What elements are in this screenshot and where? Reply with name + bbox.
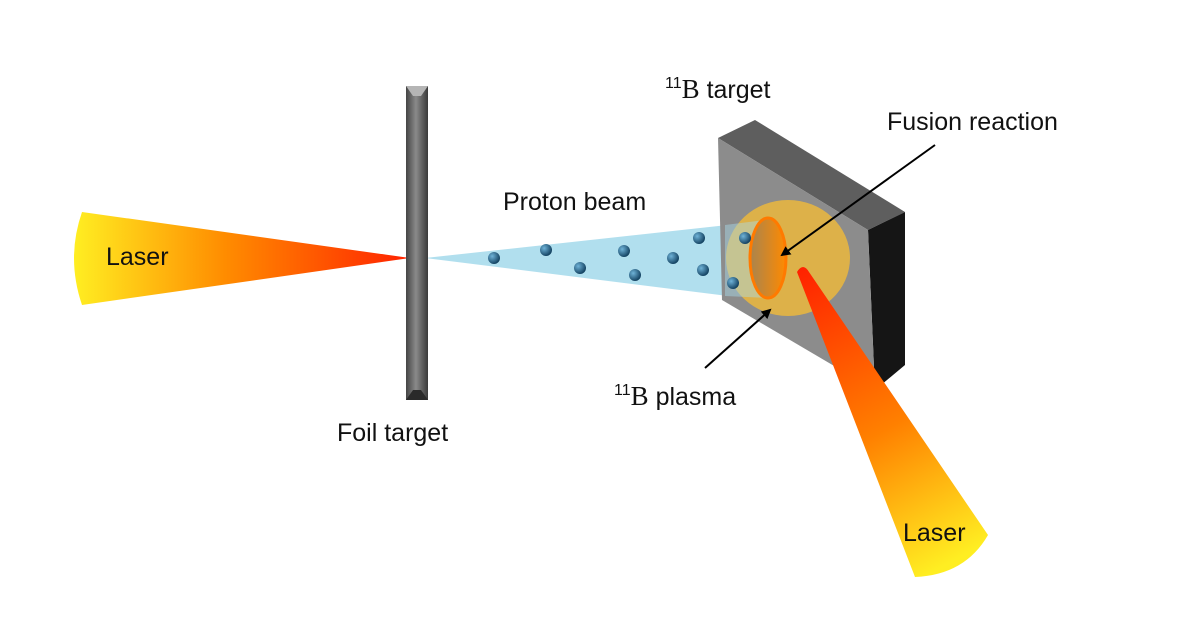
proton-particle [693,232,705,244]
proton-particle [739,232,751,244]
proton-particle [540,244,552,256]
fusion-hotspot [748,216,788,300]
left-laser-beam [74,212,410,305]
label-foil-target: Foil target [337,419,449,447]
right-laser-beam [797,267,988,577]
b11-plasma-arrow [704,308,772,369]
label-fusion-reaction: Fusion reaction [887,108,1058,136]
b11-target-text: target [699,76,771,104]
label-b11-plasma: 11B plasma [614,383,736,410]
proton-particle [488,252,500,264]
proton-particle [629,269,641,281]
proton-particle [574,262,586,274]
proton-particle [618,245,630,257]
proton-beam-cone [425,222,760,300]
fusion-reaction-arrow [780,144,936,257]
label-laser-left: Laser [106,243,169,271]
proton-particles [488,232,751,289]
proton-particle [727,277,739,289]
proton-particle [697,264,709,276]
label-laser-right: Laser [903,519,966,547]
b11-plasma-symbol: B [630,381,649,411]
label-proton-beam: Proton beam [503,188,647,216]
b11-plasma-superscript: 11 [614,382,631,399]
b11-target-symbol: B [681,74,700,104]
b11-target-superscript: 11 [665,75,682,92]
foil-target [406,86,428,400]
label-b11-target: 11B target [665,76,771,103]
proton-particle [667,252,679,264]
b11-plasma-text: plasma [648,383,737,411]
